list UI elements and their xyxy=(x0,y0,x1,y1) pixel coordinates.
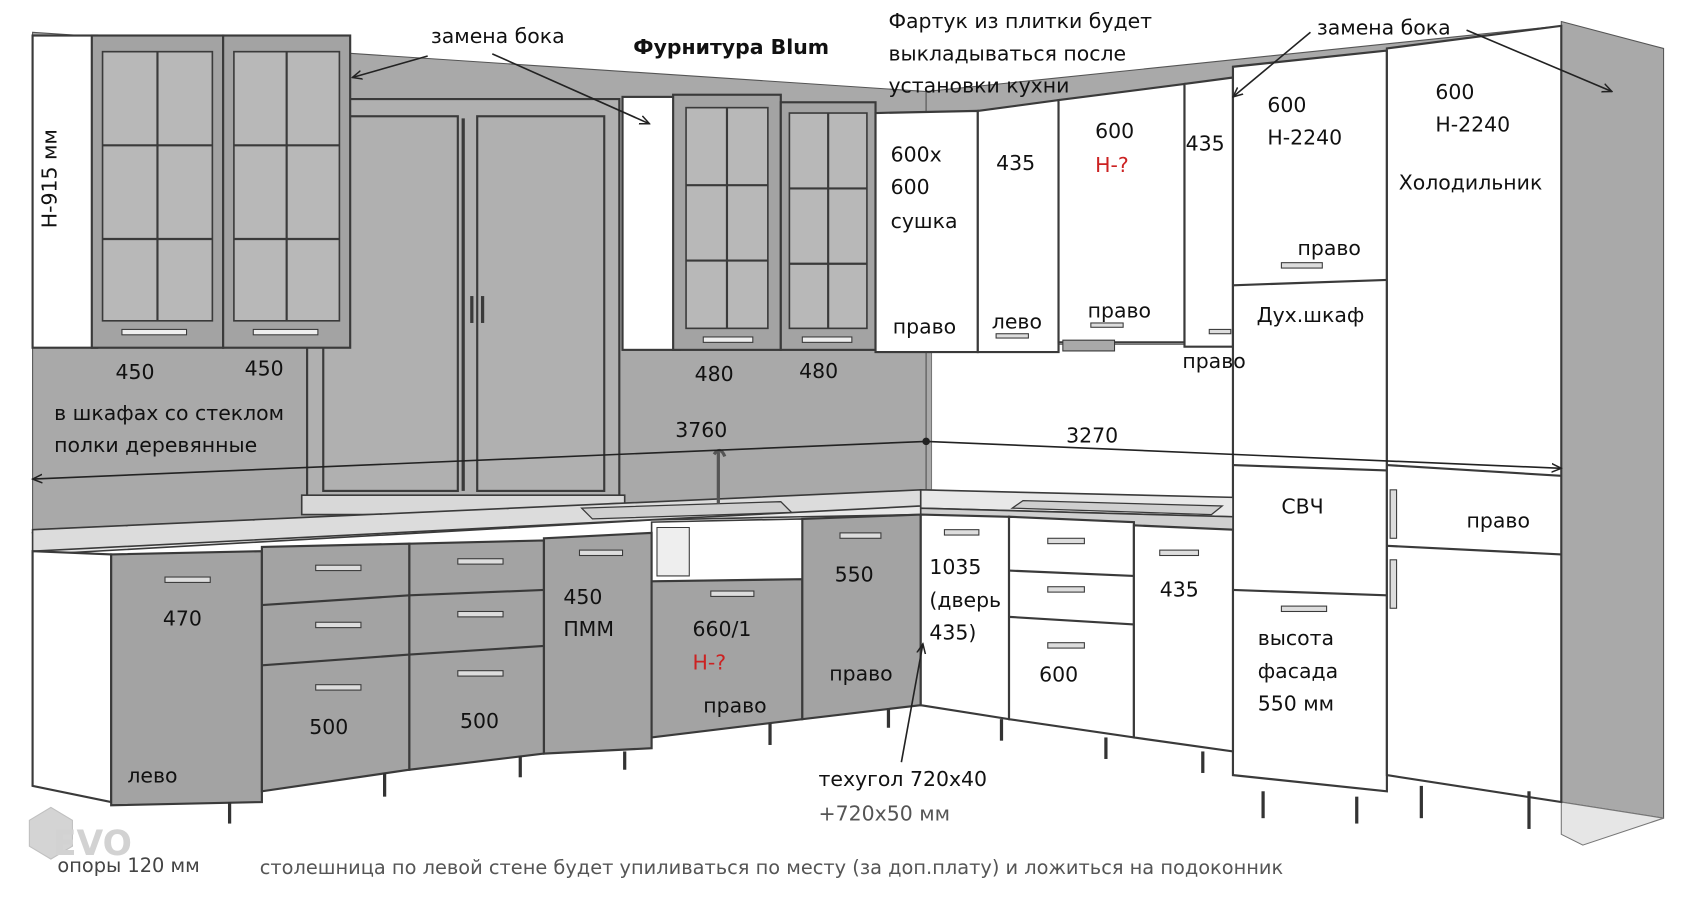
wall-cabinet-height-label: Н-915 мм xyxy=(37,129,61,228)
dimension-line-3760 xyxy=(33,440,927,479)
front-height-line3: 550 мм xyxy=(1258,692,1334,716)
dishwasher-label: ПММ xyxy=(563,617,614,641)
base-drawer-500-b-label: 500 xyxy=(460,709,499,733)
side-replacement-label-left: замена бока xyxy=(431,24,565,48)
drawer-cabinet-600-label: 600 xyxy=(1039,662,1078,686)
base-drawer-500-a-label: 500 xyxy=(309,715,348,739)
backsplash-note-line3: установки кухни xyxy=(888,74,1069,98)
corner-cabinet-door-line1: (дверь xyxy=(929,588,1001,612)
annotations: замена бока Фурнитура Blum Фартук из пли… xyxy=(37,9,1542,879)
wall-cabinet-width-450-b: 450 xyxy=(245,357,284,381)
countertops xyxy=(31,448,1234,583)
wall-cabinet-435b-label: 435 xyxy=(1186,132,1225,156)
dryer-cabinet-width: 600х xyxy=(891,142,942,166)
base-cabinet-550-label: 550 xyxy=(835,562,874,586)
tall-column-fridge xyxy=(1385,24,1563,829)
dimension-3760-label: 3760 xyxy=(675,418,727,442)
glass-shelf-note-line2: полки деревянные xyxy=(54,433,257,457)
fridge-cabinet-width: 600 xyxy=(1435,80,1474,104)
dishwasher-width: 450 xyxy=(563,585,602,609)
base-cabinets-left xyxy=(31,513,922,824)
wall-cabinet-600-height: Н-? xyxy=(1095,153,1129,177)
dimension-line-3270 xyxy=(926,440,1561,468)
legs-note: опоры 120 мм xyxy=(57,854,199,877)
microwave-label: СВЧ xyxy=(1281,495,1323,519)
filler-label-line2: +720х50 мм xyxy=(818,801,950,825)
sink-cabinet-height: Н-? xyxy=(693,651,727,675)
wall-cabinet-600-label: 600 xyxy=(1095,119,1134,143)
dimension-3270-label: 3270 xyxy=(1066,423,1118,447)
watermark-text: EVO xyxy=(53,824,132,864)
front-height-line1: высота xyxy=(1258,626,1334,650)
corner-cabinet-width: 1035 xyxy=(929,555,981,579)
base-cabinet-435-label: 435 xyxy=(1160,577,1199,601)
upper-glass-cabinet-right xyxy=(621,93,877,351)
upper-glass-cabinet-left xyxy=(31,34,352,349)
corner-cabinet-door-line2: 435) xyxy=(929,620,976,644)
leader-arrows xyxy=(352,29,1612,763)
wall-cabinet-435-hinge: лево xyxy=(992,309,1042,333)
sink-cabinet-label: 660/1 xyxy=(693,617,752,641)
backsplash-note-line2: выкладываться после xyxy=(888,41,1126,65)
backsplash-note-line1: Фартук из плитки будет xyxy=(888,9,1152,33)
sink-cabinet-hinge: право xyxy=(703,694,766,718)
countertop-note: столешница по левой стене будет упиливат… xyxy=(260,856,1284,879)
window xyxy=(300,97,626,516)
wall-cabinet-width-480-b: 480 xyxy=(799,359,838,383)
glass-shelf-note-line1: в шкафах со стеклом xyxy=(54,401,284,425)
dryer-cabinet-height: 600 xyxy=(891,175,930,199)
fridge-hinge-side: право xyxy=(1467,509,1530,533)
wall-cabinet-435b-hinge: право xyxy=(1182,349,1245,373)
base-cabinet-470-hinge: лево xyxy=(127,764,177,788)
base-cabinet-470-label: 470 xyxy=(163,606,202,630)
hardware-label: Фурнитура Blum xyxy=(633,35,829,59)
fridge-cabinet-height: Н-2240 xyxy=(1435,112,1510,136)
tall-cabinet-oven-height: Н-2240 xyxy=(1267,125,1342,149)
oven-label: Дух.шкаф xyxy=(1257,303,1365,327)
upper-right-wall-cabinets xyxy=(874,76,1235,354)
tall-cabinet-oven-width: 600 xyxy=(1267,93,1306,117)
front-height-line2: фасада xyxy=(1258,659,1338,683)
side-replacement-label-right: замена бока xyxy=(1317,15,1451,39)
watermark-logo xyxy=(28,806,73,860)
fridge-label: Холодильник xyxy=(1399,170,1543,194)
wall-cabinet-width-480-a: 480 xyxy=(695,362,734,386)
wall-cabinet-600-hinge: право xyxy=(1088,299,1151,323)
wall-cabinet-435-label: 435 xyxy=(996,151,1035,175)
dryer-cabinet-label: сушка xyxy=(891,209,958,233)
tall-cabinet-oven-upper-hinge: право xyxy=(1298,236,1361,260)
base-cabinets-right xyxy=(919,513,1235,773)
dryer-hinge-side: право xyxy=(893,315,956,339)
base-cabinet-550-hinge: право xyxy=(829,661,892,685)
wall-cabinet-width-450-a: 450 xyxy=(115,360,154,384)
filler-label-line1: техугол 720х40 xyxy=(818,767,987,791)
dimension-lines xyxy=(33,437,1562,479)
